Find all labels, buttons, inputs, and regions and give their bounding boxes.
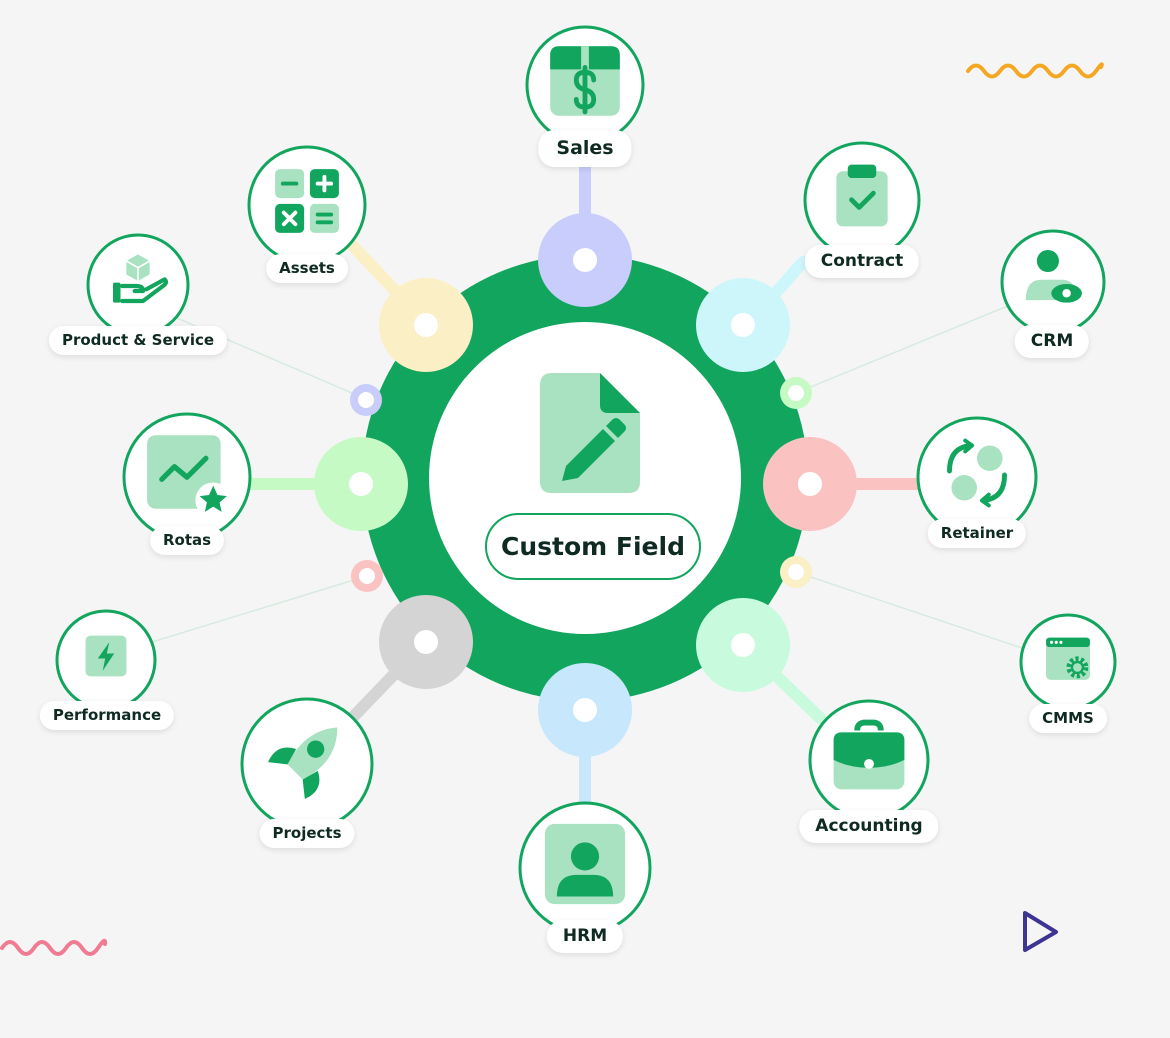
play-triangle-icon [1023, 911, 1058, 952]
module-contract[interactable] [803, 141, 921, 259]
cycle-icon [947, 438, 1007, 508]
ring-knob-dot [349, 472, 373, 496]
ring-knob-dot [573, 248, 597, 272]
module-label-contract: Contract [804, 245, 920, 278]
ring-knob-dot [573, 698, 597, 722]
briefcase-icon [833, 719, 905, 790]
user-eye-icon [1025, 249, 1082, 303]
ring-knob-dot [414, 313, 438, 337]
module-label-accounting: Accounting [799, 810, 939, 843]
module-label-performance: Performance [39, 701, 175, 730]
lightning-icon [85, 635, 127, 677]
clipboard-check-icon [836, 164, 888, 227]
custom-field-label: Custom Field [485, 513, 701, 580]
decor-wave-pink [0, 938, 108, 956]
module-label-projects: Projects [259, 819, 355, 848]
module-sales[interactable] [525, 25, 645, 145]
ring-knob-dot [731, 633, 755, 657]
module-crm[interactable] [1000, 229, 1106, 335]
module-label-rotas: Rotas [149, 526, 225, 555]
ring-knob-dot [798, 472, 822, 496]
browser-gear-icon [1046, 637, 1090, 680]
decor-wave-orange [966, 62, 1104, 79]
module-hrm[interactable] [518, 801, 652, 935]
ring-markers [350, 377, 812, 592]
module-product-service[interactable] [86, 233, 190, 337]
ring-knob-dot [414, 630, 438, 654]
ring-knob-dot [731, 313, 755, 337]
module-label-crm: CRM [1014, 325, 1090, 358]
chart-star-icon [147, 435, 232, 519]
user-card-icon [544, 823, 626, 905]
module-label-assets: Assets [266, 254, 348, 283]
rocket-icon [268, 727, 338, 799]
module-cmms[interactable] [1019, 613, 1117, 711]
hand-box-icon [113, 254, 169, 304]
module-label-retainer: Retainer [927, 519, 1027, 548]
module-label-sales: Sales [538, 130, 632, 167]
module-label-product-service: Product & Service [48, 326, 228, 355]
edit-document-icon [540, 373, 640, 493]
module-accounting[interactable] [808, 699, 930, 821]
module-circle [247, 145, 367, 265]
module-label-hrm: HRM [546, 920, 624, 953]
module-rotas[interactable] [122, 412, 252, 542]
module-performance[interactable] [55, 609, 157, 711]
module-label-cmms: CMMS [1029, 704, 1107, 733]
module-assets[interactable] [247, 145, 367, 265]
module-projects[interactable] [240, 697, 374, 831]
dollar-box-icon [550, 46, 620, 116]
calculator-icon [275, 169, 339, 233]
